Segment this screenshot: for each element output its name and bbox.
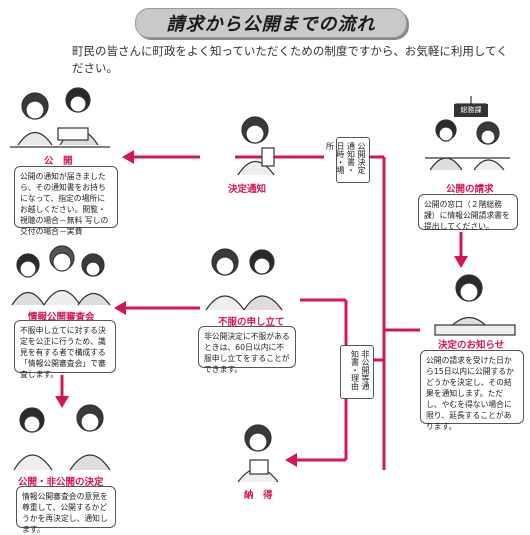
label-final-decision: 公開・非公開の決定 [18,477,104,488]
woman-accepting-illustration [237,424,279,483]
woman-with-notice-illustration [237,116,275,176]
arrow-down-request [454,256,468,268]
box-public: 公開の通知が届きましたら、その通知書をお持ちになって、指定の場所にお越しください… [14,166,118,236]
label-public: 公 開 [44,156,73,167]
box-council: 不服申し立てに対する決定を公正に行うため、識見を有する者で構成する「情報公開審査… [14,320,116,379]
box-decision-notification: 公開の請求を受けた日から15日以内に公開するかどうかを決定し、その結果を通知しま… [420,350,524,431]
council-meeting-illustration [11,245,111,306]
people-reading-illustration [10,87,110,148]
page-title: 請求から公開までの流れ [135,8,407,38]
arrow-left-public [122,150,134,164]
box-request: 公開の窓口（２階総務課）に情報公開請求書を提出してください。 [418,194,518,231]
box-final-decision: 情報公開審査会の意見を尊重して、公開するかどうかを再決定し、通知します。 [16,486,116,534]
page-title-text: 請求から公開までの流れ [166,14,376,35]
label-council: 情報公開審査会 [28,312,95,323]
arrow-left-acceptance [285,453,297,467]
intro-text: 町民の皆さんに町政をよく知っていただくための制度ですから、お気軽に利用してくださ… [72,44,508,75]
arrow-down-council [55,396,69,408]
box-objection: 非公開決定に不服があるときは、60日以内に不服申し立てをすることができます。 [198,326,296,374]
label-acceptance: 納 得 [244,490,273,501]
label-decision-notification: 決定のお知らせ [438,340,505,351]
doc-nonpublic-notice: 非公開等通知書・理由 [340,345,374,399]
label-objection: 不服の申し立て [218,317,285,328]
doc-public-notice: 公開決定通知書・日時・場所 [326,137,370,183]
arrow-left-council [114,301,126,315]
objection-discussion-illustration [205,248,283,311]
label-request: 公開の請求 [446,184,494,195]
official-desk-illustration [434,274,516,336]
label-decision-notice: 決定通知 [228,184,267,195]
final-decision-illustration [13,404,111,471]
department-sign: 総務課 [454,104,488,117]
